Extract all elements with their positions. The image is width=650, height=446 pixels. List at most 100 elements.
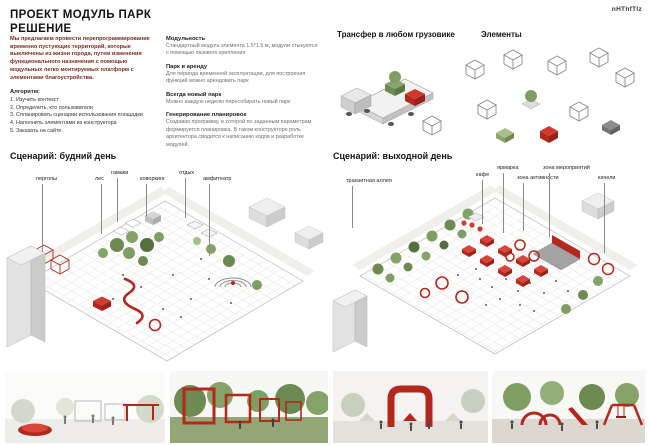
forest-trees xyxy=(98,231,164,266)
building-left xyxy=(332,289,368,353)
render-weekday-pergolas xyxy=(170,371,328,443)
tree-module-icon xyxy=(521,90,541,110)
transfer-section-title: Трансфер в любом грузовике xyxy=(337,30,455,39)
diagram-label-transit-alley: транзитная аллея xyxy=(346,178,392,228)
diagram-label-swings: качели xyxy=(598,175,616,253)
feature-text: Стандартный модуль элемента 1.5*1.5 м, м… xyxy=(166,43,318,57)
render-weekend-fair xyxy=(333,371,488,443)
stage xyxy=(532,235,581,271)
amphitheater xyxy=(214,277,252,288)
frame-module-icon xyxy=(477,99,497,120)
truck-illustration xyxy=(340,71,442,136)
frame-module-icon xyxy=(589,47,609,68)
feature-text: Можно каждую неделю пересобирать новый п… xyxy=(166,98,291,105)
street-context xyxy=(352,185,638,270)
diagram-label-pergolas: перголы xyxy=(36,176,57,252)
red-pergola-row xyxy=(182,387,302,425)
feature-layout-generation: Генерирование планировок Создавая програ… xyxy=(166,112,318,149)
diagram-label-text: кафе xyxy=(476,172,490,178)
frame-module-icon xyxy=(547,55,567,76)
red-beam-structure xyxy=(123,404,159,421)
diagram-label-rest: отдых xyxy=(179,170,195,218)
page-title: ПРОЕКТ МОДУЛЬ ПАРК РЕШЕНИЕ xyxy=(10,8,151,36)
diagram-label-text: качели xyxy=(598,175,616,181)
feature-always-new-park: Всегда новый парк Можно каждую неделю пе… xyxy=(166,92,318,106)
diagram-label-event-zone: зона мероприятий xyxy=(543,165,590,237)
intro-column: Мы предлагаем провести перепрограммирова… xyxy=(10,36,160,135)
diagram-label-activity-zone: зона активности xyxy=(517,175,559,231)
weekend-scenario-title: Сценарий: выходной день xyxy=(333,151,453,161)
weekday-axonometric-diagram xyxy=(6,187,324,362)
render-weekday-plaza xyxy=(5,371,165,443)
feature-title: Модульность xyxy=(166,36,206,42)
crowd-dots xyxy=(457,268,569,312)
tree-module-icon xyxy=(385,71,405,96)
algorithm-title: Алгоритм: xyxy=(10,89,40,96)
coworking-boxes xyxy=(145,211,161,225)
frame-module-icon xyxy=(569,101,589,122)
weekend-axonometric-diagram xyxy=(332,185,638,355)
leader-line xyxy=(101,183,102,234)
frame-module-icon xyxy=(422,115,442,136)
page-title-line1: ПРОЕКТ МОДУЛЬ ПАРК xyxy=(10,9,152,21)
leader-line xyxy=(604,182,605,253)
red-entrance-arch xyxy=(387,385,433,427)
leader-line xyxy=(549,172,550,237)
feature-text: Для периода временной эксплуатации, для … xyxy=(166,70,306,85)
leader-line xyxy=(42,183,43,252)
module-elements-illustration xyxy=(465,47,635,143)
hammocks xyxy=(112,218,142,236)
diagram-label-hammocks: гамаки xyxy=(111,170,129,222)
diagram-label-text: коворкинг xyxy=(140,176,166,182)
red-module-icon xyxy=(405,89,425,106)
diagram-label-text: транзитная аллея xyxy=(346,178,392,184)
diagram-label-text: отдых xyxy=(179,170,195,176)
feature-title: Всегда новый парк xyxy=(166,91,222,98)
diagram-label-amphitheater: амфитеатр xyxy=(203,176,232,256)
algorithm-step-3: 3. Спланировать сценарии использования п… xyxy=(10,112,143,119)
diagram-label-text: ярмарка xyxy=(497,165,519,171)
algorithm-step-2: 2. Определить, кто пользователи xyxy=(10,104,93,111)
diagram-label-text: зона мероприятий xyxy=(543,165,590,171)
feature-title: Парк в аренду xyxy=(166,63,208,70)
diagram-label-text: амфитеатр xyxy=(203,176,232,182)
red-tent xyxy=(403,413,417,421)
leader-line xyxy=(209,183,210,256)
studio-logo: nHThfTlz xyxy=(611,6,642,13)
red-modules xyxy=(93,296,162,332)
diagram-label-text: гамаки xyxy=(111,170,129,176)
algorithm-step-1: 1. Изучить контекст xyxy=(10,97,59,104)
feature-text: Создавая программу, в которой по заданны… xyxy=(166,119,312,148)
red-round-planter xyxy=(18,423,52,436)
intro-text: Мы предлагаем провести перепрограммирова… xyxy=(10,36,150,81)
cafe-zone xyxy=(461,212,485,232)
red-play-arches xyxy=(520,411,562,426)
platform-grid xyxy=(29,201,303,361)
diagram-label-coworking: коворкинг xyxy=(140,176,166,216)
scatter-trees xyxy=(193,237,262,290)
weekday-scenario-title: Сценарий: будний день xyxy=(10,151,117,161)
page-title-line2: РЕШЕНИЕ xyxy=(10,23,72,36)
leader-line xyxy=(146,183,147,216)
swings xyxy=(587,252,615,276)
context-buildings xyxy=(248,197,324,250)
green-module-icon xyxy=(496,128,514,143)
features-column: Модульность Стандартный модуль элемента … xyxy=(166,36,318,155)
alley-trees xyxy=(372,208,474,283)
algorithm-block: Алгоритм: 1. Изучить контекст 2. Определ… xyxy=(10,89,160,135)
feature-modularity: Модульность Стандартный модуль элемента … xyxy=(166,36,318,58)
algorithm-step-5: 5. Заказать на сайте xyxy=(10,127,62,134)
building-left xyxy=(6,245,46,348)
frame-module-icon xyxy=(615,67,635,88)
render-weekend-playground xyxy=(492,371,645,443)
leader-line xyxy=(503,172,504,233)
background-tents xyxy=(359,413,461,421)
elements-section-title: Элементы xyxy=(481,30,522,39)
red-swing-frame xyxy=(602,403,644,426)
leader-line xyxy=(117,177,118,222)
diagram-label-text: зона активности xyxy=(517,175,559,181)
diagram-label-text: лес xyxy=(95,176,105,182)
diagram-label-fair: ярмарка xyxy=(497,165,519,233)
leader-line xyxy=(482,179,483,224)
